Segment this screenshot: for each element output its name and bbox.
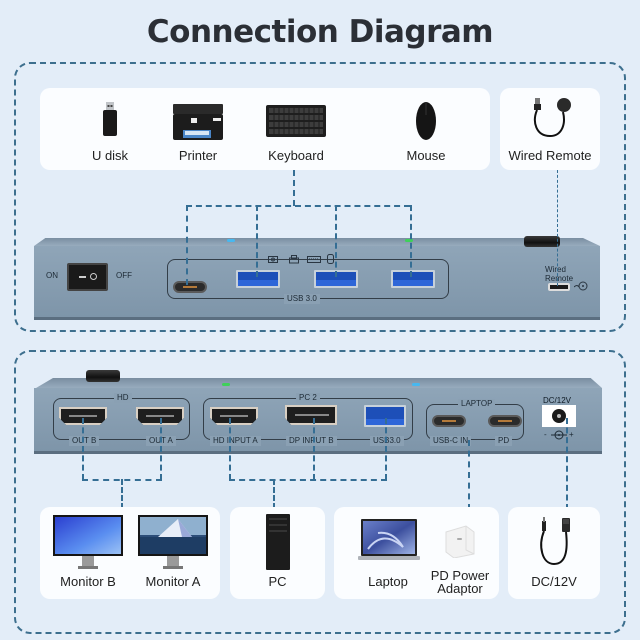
device-u-disk: U disk bbox=[80, 94, 140, 166]
remote-port-label-line2: Remote bbox=[545, 274, 574, 283]
connector-line bbox=[273, 479, 275, 509]
device-monitor-b: Monitor B bbox=[48, 512, 128, 594]
power-switch[interactable] bbox=[67, 263, 108, 291]
device-label: PD Power Adaptor bbox=[422, 569, 498, 595]
dc-polarity-minus: - bbox=[544, 430, 547, 439]
device-label: Laptop bbox=[368, 574, 408, 589]
switch-on-label: ON bbox=[46, 271, 58, 280]
dc-card bbox=[508, 507, 600, 599]
top-section-frame bbox=[14, 62, 626, 332]
connector-line bbox=[186, 205, 188, 285]
hdmi-input-a-port bbox=[210, 407, 258, 425]
remote-port bbox=[548, 283, 570, 291]
dc-polarity-plus: + bbox=[569, 430, 574, 439]
laptop-group-label: LAPTOP bbox=[458, 399, 496, 409]
printer-icon bbox=[171, 102, 225, 142]
pc-tower-icon bbox=[266, 514, 290, 570]
device-label: Monitor B bbox=[60, 574, 116, 589]
front-usb-c-port bbox=[173, 281, 207, 293]
pd-port bbox=[488, 415, 522, 427]
connector-line bbox=[566, 418, 568, 510]
dp-input-b-port bbox=[285, 405, 337, 425]
device-label-line2: Adaptor bbox=[437, 581, 483, 596]
usb-drive-icon bbox=[102, 102, 118, 136]
connector-line bbox=[410, 205, 412, 277]
device-laptop: Laptop bbox=[348, 512, 428, 594]
dc-jack bbox=[542, 405, 576, 427]
keyboard-icon bbox=[307, 256, 321, 263]
device-pd-power-adaptor: PD Power Adaptor bbox=[422, 512, 498, 595]
connector-line bbox=[385, 418, 387, 480]
connector-line bbox=[186, 205, 410, 207]
remote-symbol-icon bbox=[574, 280, 588, 292]
device-label: DC/12V bbox=[531, 574, 577, 589]
bottom-section-frame bbox=[14, 350, 626, 634]
remote-knob bbox=[524, 236, 560, 247]
port-label-usb-c-in: USB-C IN bbox=[430, 436, 472, 446]
connector-line bbox=[335, 205, 337, 277]
device-printer: Printer bbox=[165, 94, 231, 166]
kvm-front-top bbox=[34, 238, 600, 246]
device-label: Printer bbox=[178, 148, 218, 163]
power-adapter-icon bbox=[444, 524, 476, 558]
pc2-group-label: PC 2 bbox=[296, 393, 320, 403]
printer-icon bbox=[289, 255, 299, 264]
switch-off-label: OFF bbox=[116, 271, 132, 280]
dc-power-cable-icon bbox=[538, 516, 572, 568]
led-blue bbox=[227, 239, 235, 242]
connector-line bbox=[229, 418, 231, 480]
monitor-icon bbox=[138, 515, 208, 569]
remote-card bbox=[500, 88, 600, 170]
kvm-rear-top bbox=[36, 378, 602, 388]
dc-polarity-icon bbox=[551, 430, 567, 440]
connector-line bbox=[160, 418, 162, 480]
connector-line bbox=[121, 479, 123, 509]
dc-label: DC/12V bbox=[543, 396, 572, 405]
device-dc-12v: DC/12V bbox=[508, 512, 600, 594]
led-green bbox=[405, 239, 413, 242]
connector-line bbox=[468, 440, 470, 510]
connector-line bbox=[82, 418, 84, 480]
page-title: Connection Diagram bbox=[146, 14, 494, 50]
connector-line bbox=[557, 170, 558, 286]
remote-port-label: Wired Remote bbox=[545, 265, 573, 283]
device-pc: PC bbox=[240, 512, 315, 594]
device-label: Monitor A bbox=[145, 574, 201, 589]
connector-line bbox=[256, 205, 258, 277]
laptop-icon bbox=[358, 519, 420, 561]
led-green bbox=[222, 383, 230, 386]
hd-group-label: HD bbox=[114, 393, 132, 403]
monitor-icon bbox=[53, 515, 123, 569]
device-label-line1: PD Power bbox=[430, 568, 490, 583]
device-label: PC bbox=[268, 574, 287, 589]
device-label: U disk bbox=[91, 148, 129, 163]
remote-knob bbox=[86, 370, 120, 382]
usb-group-label: USB 3.0 bbox=[284, 294, 320, 304]
mouse-icon bbox=[327, 254, 334, 264]
device-label: Wired Remote bbox=[508, 148, 592, 163]
usb-c-in-port bbox=[432, 415, 466, 427]
device-monitor-a: Monitor A bbox=[132, 512, 214, 594]
front-usb-a-port-1 bbox=[236, 270, 280, 288]
device-wired-remote: Wired Remote bbox=[500, 94, 600, 166]
led-blue bbox=[412, 383, 420, 386]
mouse-icon bbox=[415, 101, 437, 141]
connector-line bbox=[229, 479, 387, 481]
port-label-hd-input-a: HD INPUT A bbox=[210, 436, 261, 446]
port-label-out-b: OUT B bbox=[69, 436, 100, 446]
device-label: Keyboard bbox=[268, 148, 324, 163]
port-label-dp-input-b: DP INPUT B bbox=[286, 436, 337, 446]
device-mouse: Mouse bbox=[396, 94, 456, 166]
remote-port-label-line1: Wired bbox=[545, 265, 566, 274]
front-usb-a-port-3 bbox=[391, 270, 435, 288]
keyboard-icon bbox=[266, 105, 326, 137]
port-label-pd: PD bbox=[495, 436, 513, 446]
connector-line bbox=[293, 170, 295, 206]
wired-remote-icon bbox=[530, 96, 574, 140]
device-keyboard: Keyboard bbox=[260, 94, 332, 166]
webcam-icon bbox=[268, 256, 280, 263]
device-label: Mouse bbox=[406, 148, 446, 163]
connector-line bbox=[313, 418, 315, 480]
